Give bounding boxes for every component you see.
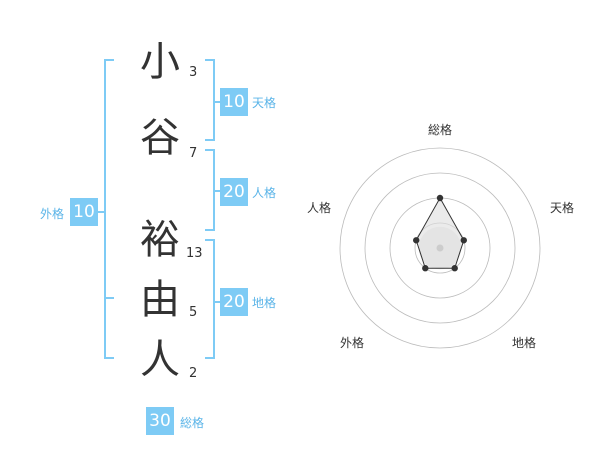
radar-axis-label-tenkaku: 天格: [550, 201, 575, 215]
radar-ring: [364, 172, 516, 324]
stroke-count-5: 2: [189, 366, 198, 381]
radar-point-4: [413, 237, 420, 244]
jinkaku-label: 人格: [252, 186, 277, 200]
stroke-count-2: 7: [189, 146, 198, 161]
radar-axis-label-gaikaku: 外格: [340, 336, 365, 350]
chikaku-value: 20: [220, 288, 248, 316]
radar-point-2: [451, 265, 458, 272]
name-char-5: 人: [140, 337, 180, 383]
name-char-4: 由: [140, 277, 180, 323]
stroke-count-3: 13: [186, 246, 203, 261]
radar-point-0: [436, 194, 444, 202]
tenkaku-value: 10: [220, 88, 248, 116]
radar-ring: [339, 147, 541, 349]
soukaku-label: 総格: [180, 416, 205, 430]
stroke-count-4: 5: [189, 305, 198, 320]
radar-axis-label-chikaku: 地格: [512, 336, 537, 350]
soukaku-value: 30: [146, 407, 174, 435]
radar-center-dot: [436, 244, 444, 252]
radar-axis-label-soukaku: 総格: [428, 123, 453, 137]
name-char-1: 小: [140, 39, 180, 85]
radar-point-1: [460, 237, 467, 244]
radar-point-3: [422, 265, 429, 272]
tenkaku-label: 天格: [252, 96, 277, 110]
name-char-3: 裕: [140, 217, 180, 263]
gaikaku-value: 10: [70, 198, 98, 226]
radar-series-polygon: [415, 196, 465, 269]
jinkaku-value: 20: [220, 178, 248, 206]
gaikaku-label: 外格: [40, 207, 65, 221]
name-char-2: 谷: [140, 115, 180, 161]
radar-axis-label-jinkaku: 人格: [307, 201, 332, 215]
chikaku-label: 地格: [252, 296, 277, 310]
stroke-count-1: 3: [189, 65, 198, 80]
